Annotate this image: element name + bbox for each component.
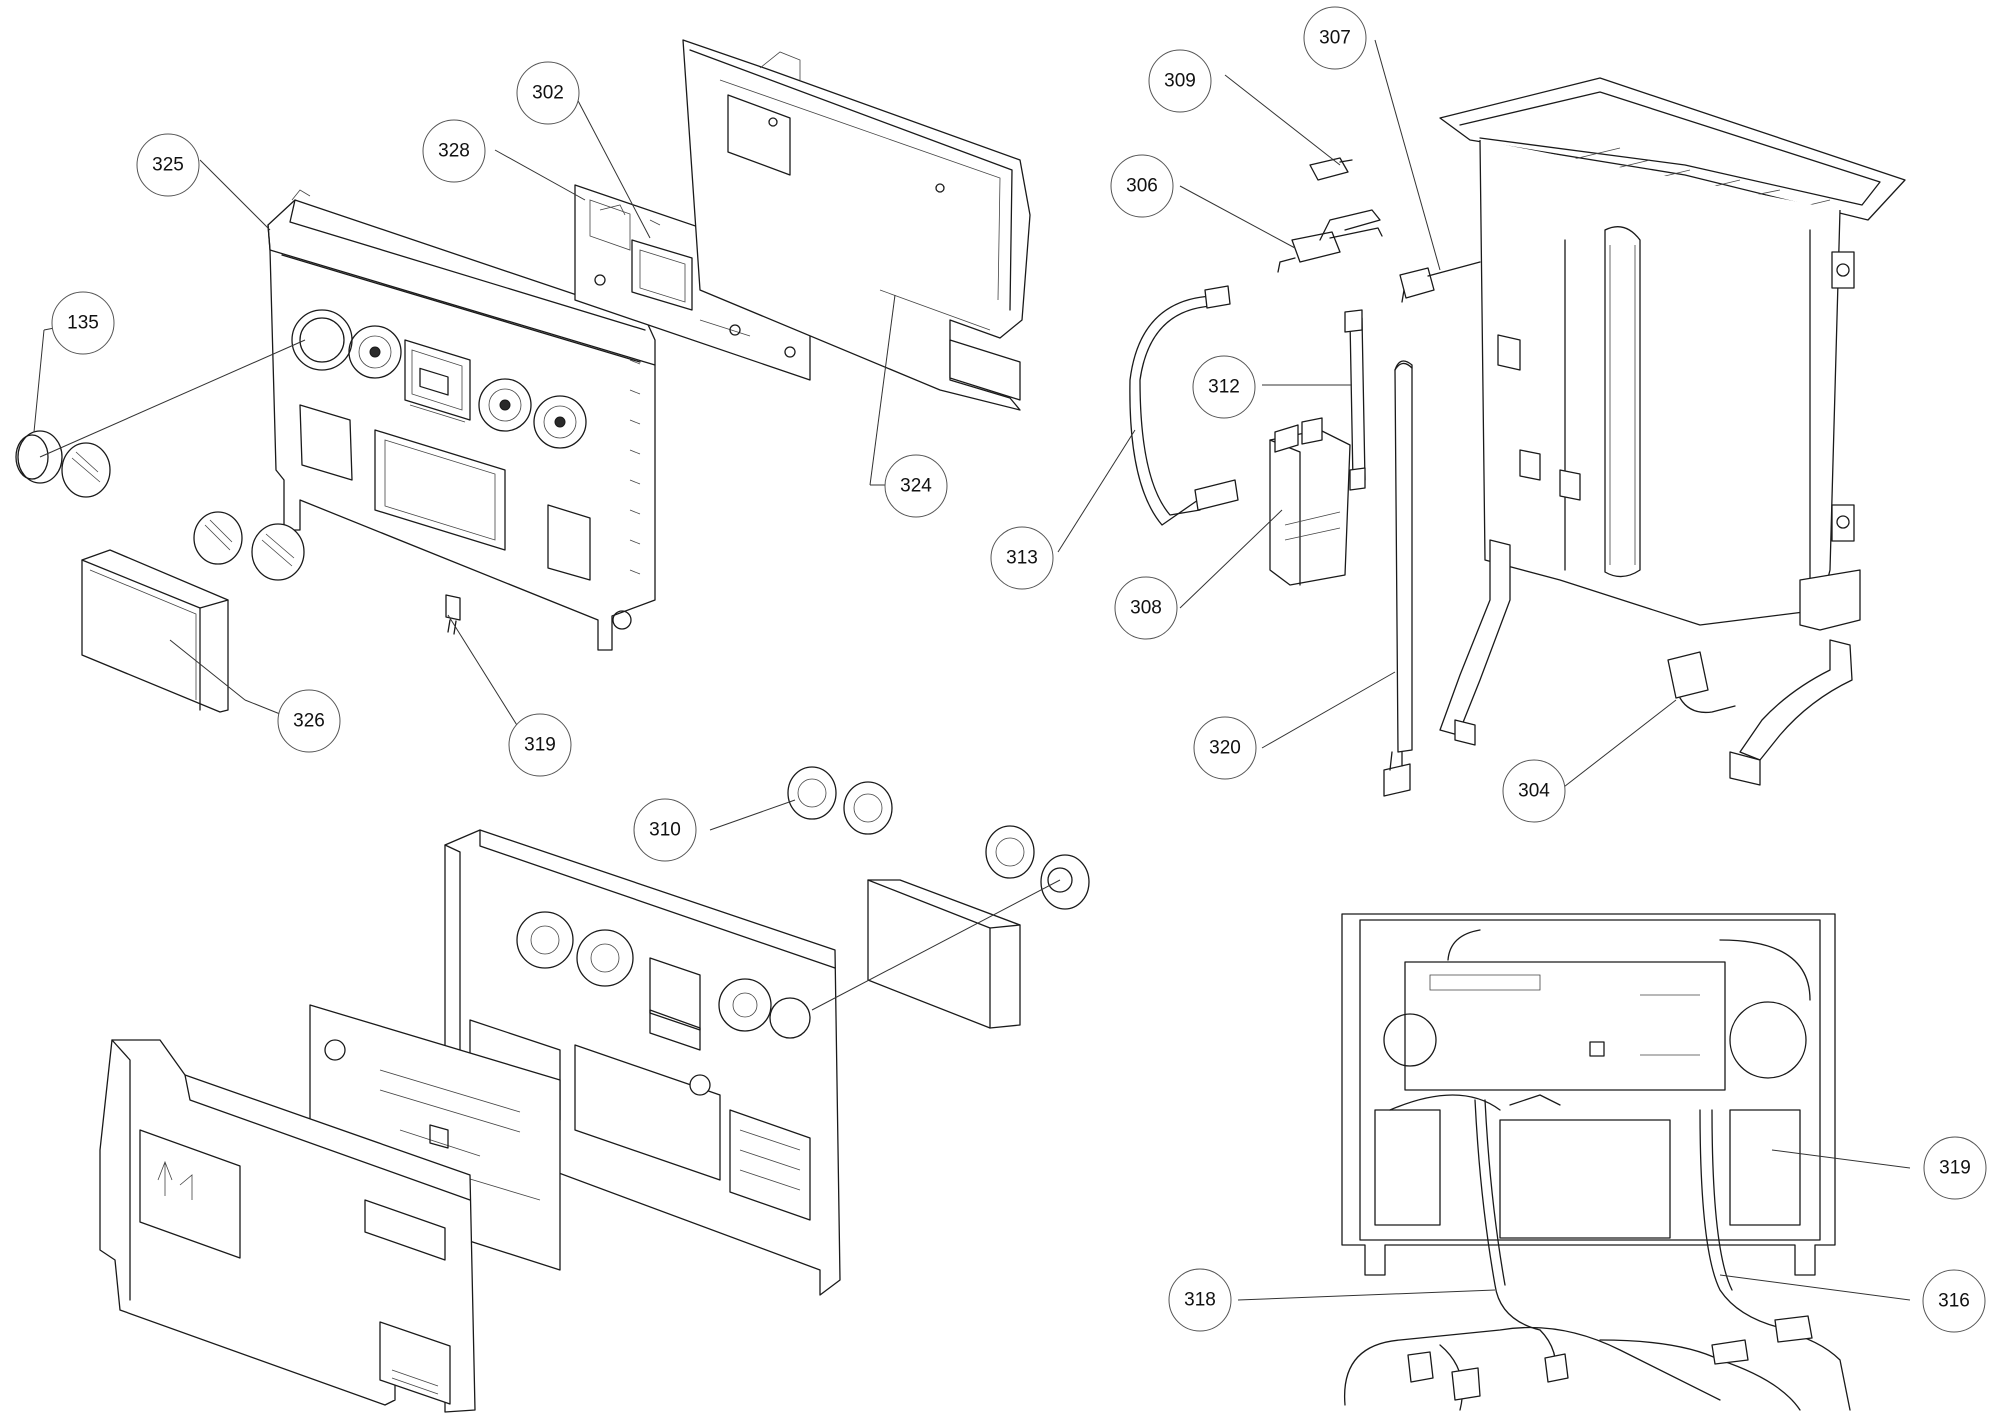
callout-318-label: 318 (1184, 1290, 1216, 1311)
electrode-307 (1399, 261, 1481, 303)
callout-310: 310 (633, 798, 697, 862)
callout-307: 307 (1303, 6, 1367, 70)
callout-306-label: 306 (1126, 176, 1158, 197)
callout-304: 304 (1502, 759, 1566, 823)
callout-324: 324 (884, 454, 948, 518)
electrode-306 (1277, 209, 1383, 273)
callout-319-top: 319 (508, 713, 572, 777)
callout-135: 135 (51, 291, 115, 355)
control-panel-front (267, 189, 656, 651)
callout-319-bottom: 319 (1923, 1136, 1987, 1200)
callout-316: 316 (1922, 1269, 1986, 1333)
callout-308: 308 (1114, 576, 1178, 640)
callout-316-label: 316 (1938, 1291, 1970, 1312)
heat-exchanger (1439, 77, 1906, 786)
callout-320-label: 320 (1209, 738, 1241, 759)
callout-325: 325 (136, 133, 200, 197)
front-cover-rear (99, 1039, 476, 1413)
sensor-304 (1667, 651, 1736, 714)
callout-318: 318 (1168, 1268, 1232, 1332)
callout-326: 326 (277, 689, 341, 753)
callout-312: 312 (1192, 355, 1256, 419)
callout-312-label: 312 (1208, 377, 1240, 398)
callout-304-label: 304 (1518, 781, 1550, 802)
callout-328-label: 328 (438, 141, 470, 162)
callout-302: 302 (516, 61, 580, 125)
ignition-unit-308 (1269, 417, 1351, 586)
callout-310-label: 310 (649, 820, 681, 841)
bracket-312 (1344, 309, 1366, 491)
back-cover-324 (682, 39, 1031, 411)
callout-302-label: 302 (532, 83, 564, 104)
callout-313-label: 313 (1006, 548, 1038, 569)
callout-313: 313 (990, 526, 1054, 590)
callout-306: 306 (1110, 154, 1174, 218)
sensor-309 (1309, 157, 1353, 181)
connector-319-small (445, 594, 461, 635)
dial-knobs-310 (787, 766, 1090, 1011)
pcb-328 (574, 184, 811, 381)
cover-326 (81, 549, 229, 713)
callout-135-label: 135 (67, 313, 99, 334)
callout-319-top-label: 319 (524, 735, 556, 756)
callout-328: 328 (422, 119, 486, 183)
dial-knobs-left (15, 339, 306, 581)
hose-313 (1129, 285, 1239, 526)
hose-320 (1383, 360, 1413, 797)
callout-307-label: 307 (1319, 28, 1351, 49)
display-cover-rear (867, 879, 1021, 1029)
callout-325-label: 325 (152, 155, 184, 176)
callout-326-label: 326 (293, 711, 325, 732)
callout-308-label: 308 (1130, 598, 1162, 619)
callout-320: 320 (1193, 716, 1257, 780)
callout-319-bottom-label: 319 (1939, 1158, 1971, 1179)
callout-324-label: 324 (900, 476, 932, 497)
leader-lines (33, 39, 1911, 1301)
callout-309-label: 309 (1164, 71, 1196, 92)
callout-309: 309 (1148, 49, 1212, 113)
assembled-control-box (1341, 913, 1851, 1411)
